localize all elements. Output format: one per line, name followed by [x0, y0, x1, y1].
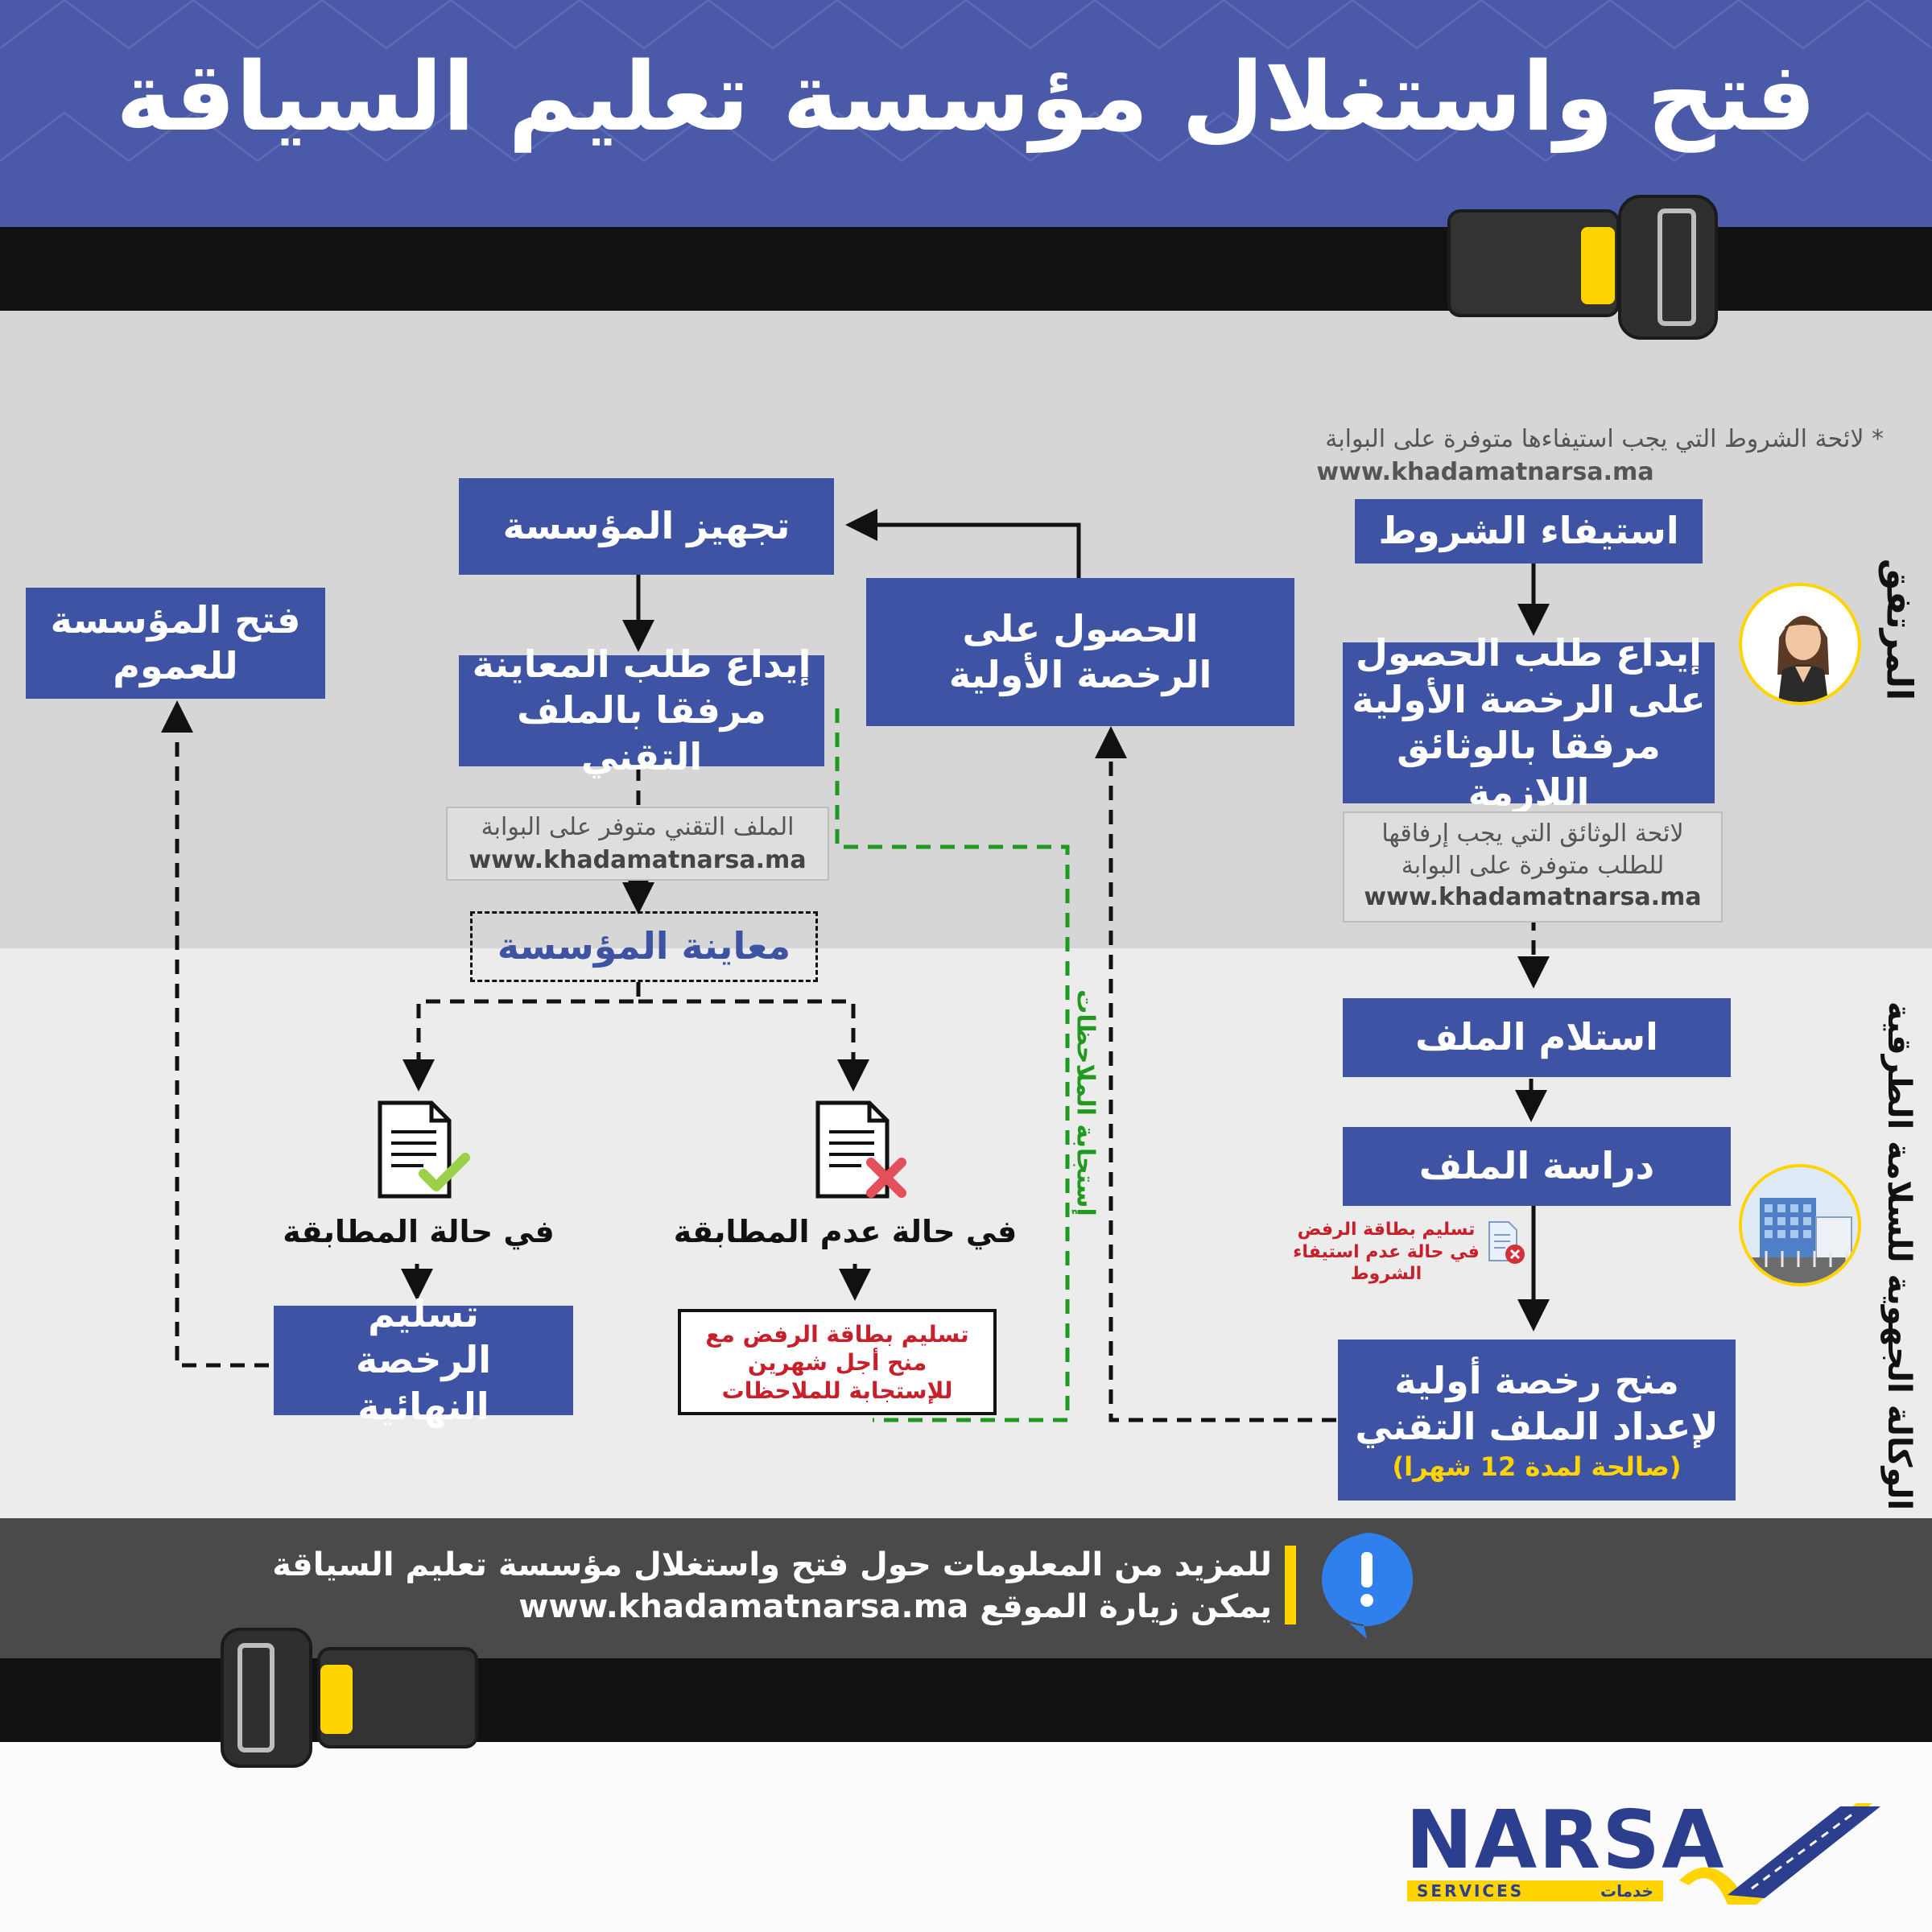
document-reject-icon: [815, 1100, 910, 1199]
case-no-match: في حالة عدم المطابقة: [673, 1214, 1018, 1249]
top-belt: [0, 227, 1932, 311]
conditions-note: * لائحة الشروط التي يجب استيفاءها متوفرة…: [1191, 423, 1884, 489]
footer-line1: للمزيد من المعلومات حول فتح واستغلال مؤس…: [272, 1546, 1272, 1583]
case-match: في حالة المطابقة: [283, 1214, 555, 1249]
footer-accent: [1285, 1546, 1296, 1624]
road-icon: [1679, 1803, 1880, 1905]
logo-name: NARSA: [1406, 1793, 1726, 1887]
tech-note-url[interactable]: www.khadamatnarsa.ma: [469, 845, 807, 874]
document-check-icon: [377, 1100, 472, 1199]
grant-line2: لإعداد الملف التقني: [1355, 1405, 1719, 1448]
box-open-public: فتح المؤسسة للعموم: [26, 588, 325, 699]
box-receive-file: استلام الملف: [1343, 998, 1731, 1077]
bottom-belt: [0, 1658, 1932, 1742]
footer-text: للمزيد من المعلومات حول فتح واستغلال مؤس…: [242, 1544, 1272, 1628]
building-icon: [1739, 1164, 1861, 1286]
refusal-small-note: تسليم بطاقة الرفض في حالة عدم استيفاء ال…: [1293, 1220, 1480, 1284]
box-inspection: معاينة المؤسسة: [470, 911, 818, 982]
box-final-license: تسليم الرخصة النهائية: [274, 1292, 573, 1428]
conditions-note-url[interactable]: www.khadamatnarsa.ma: [1316, 457, 1654, 486]
grant-validity: (صالحة لمدة 12 شهرا): [1392, 1451, 1682, 1482]
grant-line1: منح رخصة أولية: [1394, 1358, 1679, 1402]
box-grant-license: منح رخصة أولية لإعداد الملف التقني (صالح…: [1338, 1340, 1736, 1501]
tech-note: الملف التقني متوفر على البوابة www.khada…: [446, 807, 829, 881]
box-conditions: استيفاء الشروط: [1355, 499, 1703, 564]
refusal-card-icon: [1486, 1220, 1526, 1265]
info-icon: [1317, 1530, 1417, 1642]
box-study-file: دراسة الملف: [1343, 1127, 1731, 1206]
box-equip: تجهيز المؤسسة: [459, 478, 834, 575]
box-initial-license: الحصول على الرخصة الأولية: [866, 578, 1294, 726]
docs-note-text: لائحة الوثائق التي يجب إرفاقها للطلب متو…: [1381, 819, 1684, 880]
page-title: فتح واستغلال مؤسسة تعليم السياقة: [115, 41, 1816, 152]
footer-band: [0, 1518, 1932, 1658]
header-pattern: [0, 0, 1932, 163]
footer-line2[interactable]: يمكن زيارة الموقع www.khadamatnarsa.ma: [518, 1588, 1272, 1625]
box-inspection-request: إيداع طلب المعاينة مرفقا بالملف التقني: [459, 642, 824, 778]
box-rejection: تسليم بطاقة الرفض مع منح أجل شهرين للإست…: [678, 1309, 997, 1415]
narsa-logo: NARSA SERVICES خدمات: [1406, 1800, 1889, 1905]
docs-note: لائحة الوثائق التي يجب إرفاقها للطلب متو…: [1343, 811, 1723, 923]
box-submit-request: إيداع طلب الحصول على الرخصة الأولية مرفق…: [1343, 631, 1715, 814]
logo-services-bar: SERVICES خدمات: [1407, 1880, 1663, 1901]
user-avatar-icon: [1739, 583, 1861, 705]
docs-note-url[interactable]: www.khadamatnarsa.ma: [1364, 883, 1702, 912]
logo-services: SERVICES: [1417, 1881, 1525, 1901]
logo-arabic: خدمات: [1600, 1881, 1653, 1901]
conditions-note-text: * لائحة الشروط التي يجب استيفاءها متوفرة…: [1325, 425, 1884, 453]
tech-note-text: الملف التقني متوفر على البوابة: [481, 813, 795, 841]
